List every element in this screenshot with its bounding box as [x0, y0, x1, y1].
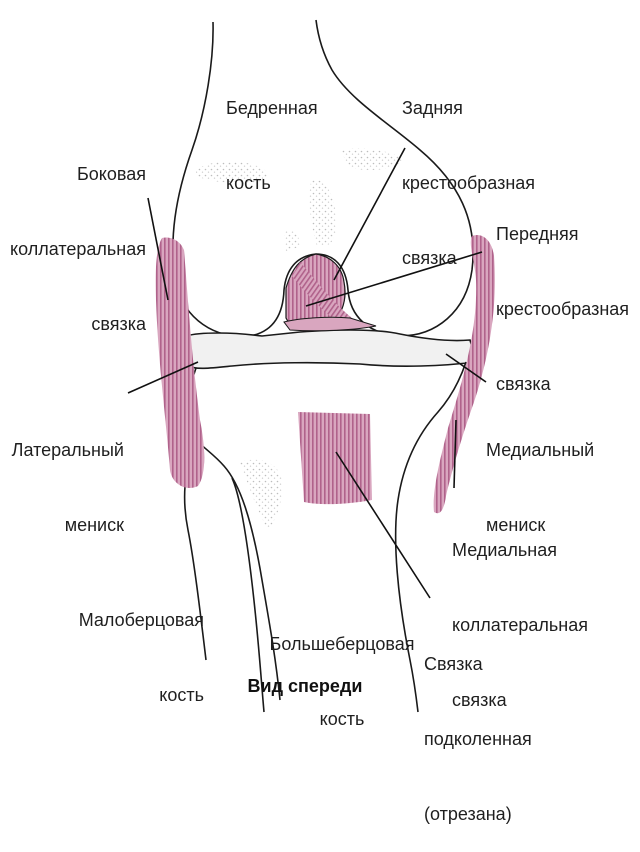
label-patellar-ligament: Связка подколенная (отрезана): [424, 602, 532, 852]
label-lateral-collateral-line1: Боковая: [76, 164, 146, 184]
label-posterior-cruciate: Задняя крестообразная связка: [402, 46, 535, 296]
label-medial-collateral-line1: Медиальная: [452, 540, 557, 560]
label-lateral-collateral: Боковая коллатеральная связка: [0, 112, 146, 362]
label-femur-line2: кость: [226, 173, 271, 193]
label-patellar-ligament-line2: подколенная: [424, 729, 532, 749]
label-anterior-cruciate: Передняя крестообразная связка: [496, 172, 629, 422]
label-lateral-collateral-line2: коллатеральная: [10, 239, 146, 259]
label-lateral-meniscus-line1: Латеральный: [11, 440, 124, 460]
label-lateral-collateral-line3: связка: [91, 314, 146, 334]
label-medial-collateral-line2: коллатеральная: [452, 615, 588, 635]
label-patellar-ligament-line1: Связка: [424, 654, 483, 674]
label-fibula-line1: Малоберцовая: [78, 610, 204, 630]
knee-illustration: [127, 19, 495, 713]
label-patellar-ligament-line3: (отрезана): [424, 804, 512, 824]
label-tibia-line1: Большеберцовая: [269, 634, 415, 654]
label-fibula: Малоберцовая кость: [0, 558, 204, 733]
label-fibula-line2: кость: [159, 685, 204, 705]
menisci: [185, 329, 478, 370]
lateral-collateral-ligament: [155, 237, 205, 489]
label-medial-collateral-line3: связка: [452, 690, 507, 710]
label-tibia: Большеберцовая кость: [264, 582, 420, 757]
caption: Вид спереди: [247, 676, 363, 696]
label-tibia-line2: кость: [319, 709, 365, 729]
label-lateral-meniscus: Латеральный мениск: [0, 388, 124, 563]
label-anterior-cruciate-line2: крестообразная: [496, 299, 630, 319]
leader-lines: [127, 147, 487, 599]
medial-collateral-ligament: [433, 234, 495, 514]
label-posterior-cruciate-line1: Задняя: [402, 98, 463, 118]
label-medial-collateral: Медиальная коллатеральная связка: [452, 488, 588, 738]
knee-anatomy-diagram: Бедренная кость Задняя крестообразная св…: [0, 19, 629, 824]
label-medial-meniscus: Медиальный мениск: [486, 388, 594, 563]
label-posterior-cruciate-line3: связка: [402, 248, 457, 268]
femur: [172, 19, 474, 338]
label-femur-line1: Бедренная: [226, 98, 318, 118]
label-medial-meniscus-line1: Медиальный: [486, 440, 595, 460]
label-lateral-meniscus-line2: мениск: [64, 515, 124, 535]
patellar-ligament: [298, 412, 372, 505]
cruciate-ligaments: [283, 253, 377, 332]
label-medial-meniscus-line2: мениск: [486, 515, 546, 535]
label-anterior-cruciate-line1: Передняя: [496, 224, 579, 244]
label-anterior-cruciate-line3: связка: [496, 374, 551, 394]
label-posterior-cruciate-line2: крестообразная: [402, 173, 536, 193]
label-femur: Бедренная кость: [226, 46, 318, 221]
